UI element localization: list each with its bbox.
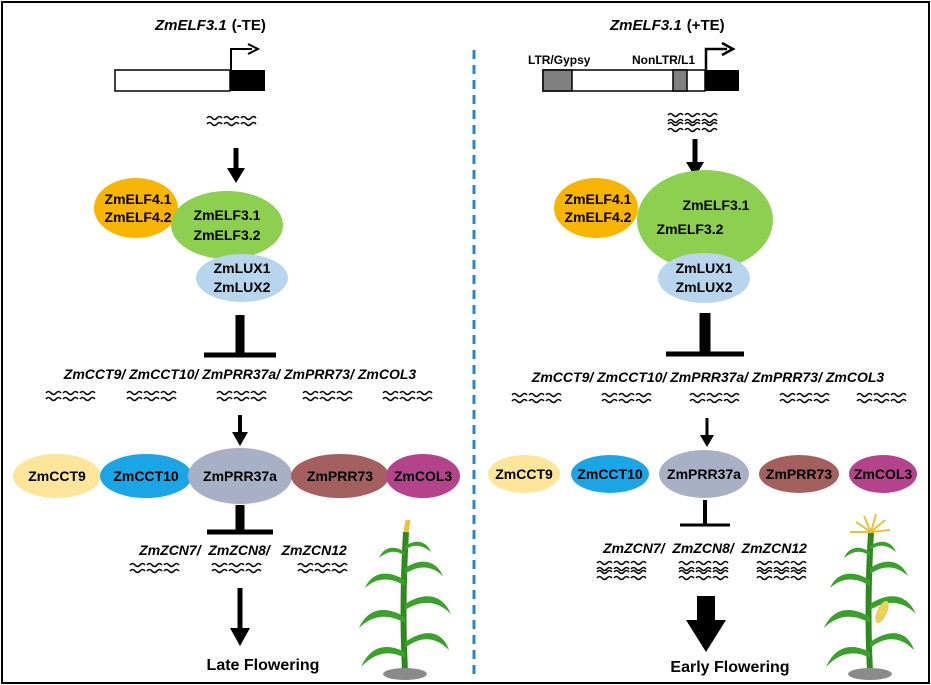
right-outcome: Early Flowering (670, 659, 789, 676)
left-protein-cct10-label: ZmCCT10 (113, 468, 179, 484)
right-protein-cct10-label: ZmCCT10 (577, 466, 643, 482)
left-inhibition-1 (204, 315, 276, 358)
left-squiggle-zcn8 (212, 564, 261, 573)
left-squiggle-cct10 (127, 392, 176, 401)
right-arrow-1 (686, 139, 704, 177)
right-inhibition-1 (666, 313, 744, 357)
right-transcript-squiggle-1 (668, 114, 717, 123)
right-targets-line: ZmCCT9/ ZmCCT10/ ZmPRR37a/ ZmPRR73/ ZmCO… (531, 369, 885, 385)
left-squiggle-prr73 (303, 392, 352, 401)
right-elf4-ellipse (554, 178, 638, 238)
right-squiggle-zcn7-a (597, 562, 646, 571)
left-elf4-label-2: ZmELF4.2 (105, 209, 172, 225)
left-protein-col3-label: ZmCOL3 (394, 468, 453, 484)
right-protein-prr73 (759, 455, 839, 493)
right-lux-ellipse (658, 253, 750, 303)
left-zcn-line: ZmZCN7/ ZmZCN8/ ZmZCN12 (138, 542, 347, 558)
left-elf3-label-2: ZmELF3.2 (194, 227, 261, 243)
left-elf3-ellipse (171, 191, 283, 259)
left-protein-cct9 (13, 454, 101, 498)
right-elf3-ellipse (637, 170, 773, 270)
left-lux-label-2: ZmLUX2 (214, 279, 271, 295)
left-targets-line: ZmCCT9/ ZmCCT10/ ZmPRR37a/ ZmPRR73/ ZmCO… (63, 366, 417, 382)
left-protein-cct9-label: ZmCCT9 (28, 468, 86, 484)
right-elf3-label-2: ZmELF3.2 (657, 221, 724, 237)
right-lux-label-2: ZmLUX2 (676, 279, 733, 295)
left-gene-name: ZmELF3.1 (154, 17, 227, 34)
right-panel: ZmELF3.1 (+TE) LTR/Gypsy NonLTR/L1 ZmELF4… (488, 17, 917, 680)
left-lux-label-1: ZmLUX1 (214, 260, 271, 276)
right-squiggle-cct10 (602, 394, 651, 403)
left-protein-prr73-label: ZmPRR73 (307, 468, 373, 484)
left-squiggle-prr37a (217, 392, 266, 401)
right-protein-cct10 (571, 455, 649, 493)
left-protein-cct10 (100, 454, 192, 498)
left-arrow-1 (227, 148, 245, 183)
right-gene-name: ZmELF3.1 (609, 17, 682, 34)
left-lux-ellipse (196, 254, 288, 302)
left-gene-suffix: (-TE) (232, 17, 266, 34)
left-panel: ZmELF3.1 (-TE) ZmELF4.1 ZmELF4.2 ZmELF3.1… (13, 17, 460, 680)
right-arrow-2 (700, 418, 714, 447)
left-protein-col3 (386, 454, 460, 498)
right-squiggle-prr37a (690, 394, 739, 403)
right-gene-structure (542, 41, 739, 92)
right-squiggle-col3 (857, 394, 906, 403)
right-zcn-line: ZmZCN7/ ZmZCN8/ ZmZCN12 (602, 540, 807, 556)
right-protein-prr37a (659, 450, 749, 498)
right-squiggle-zcn7-b (597, 571, 646, 580)
left-gene-title: ZmELF3.1 (-TE) (154, 17, 266, 34)
left-protein-prr37a-label: ZmPRR37a (203, 468, 277, 484)
right-te-label-nonltr: NonLTR/L1 (632, 53, 695, 67)
left-inhibition-2 (207, 505, 273, 535)
right-protein-col3 (849, 455, 917, 493)
right-maize-plant-icon (824, 513, 916, 680)
left-outcome: Late Flowering (207, 657, 320, 674)
right-elf4-label-2: ZmELF4.2 (565, 209, 632, 225)
right-elf4-label-1: ZmELF4.1 (565, 191, 632, 207)
right-protein-prr37a-label: ZmPRR37a (667, 466, 741, 482)
left-maize-plant-icon (359, 519, 451, 680)
right-elf3-label-1: ZmELF3.1 (683, 197, 750, 213)
right-arrow-3 (686, 596, 726, 652)
left-arrow-2 (232, 415, 248, 446)
left-arrow-3 (230, 588, 250, 646)
right-protein-cct9 (488, 455, 560, 493)
right-squiggle-cct9 (512, 394, 561, 403)
right-inhibition-2 (680, 500, 730, 527)
left-transcript-squiggle (207, 117, 256, 126)
right-gene-title: ZmELF3.1 (+TE) (609, 17, 725, 34)
right-squiggle-zcn8-a (679, 562, 728, 571)
left-squiggle-cct9 (46, 392, 95, 401)
right-protein-col3-label: ZmCOL3 (854, 466, 913, 482)
right-transcript-squiggle-2 (668, 123, 717, 132)
left-elf3-label-1: ZmELF3.1 (194, 207, 261, 223)
left-elf4-ellipse (94, 178, 178, 238)
right-squiggle-prr73 (780, 394, 829, 403)
left-squiggle-zcn12 (298, 564, 347, 573)
right-squiggle-zcn8-b (679, 571, 728, 580)
left-protein-prr37a (188, 448, 292, 504)
left-protein-prr73 (291, 454, 389, 498)
right-squiggle-zcn12-b (757, 571, 806, 580)
right-protein-cct9-label: ZmCCT9 (495, 466, 553, 482)
right-protein-prr73-label: ZmPRR73 (766, 466, 832, 482)
right-lux-label-1: ZmLUX1 (676, 260, 733, 276)
left-elf4-label-1: ZmELF4.1 (105, 191, 172, 207)
left-gene-structure (114, 43, 265, 92)
left-squiggle-zcn7 (130, 564, 179, 573)
right-gene-suffix: (+TE) (687, 17, 725, 34)
right-te-label-ltr: LTR/Gypsy (528, 53, 591, 67)
right-squiggle-zcn12-a (757, 562, 806, 571)
left-squiggle-col3 (383, 392, 432, 401)
